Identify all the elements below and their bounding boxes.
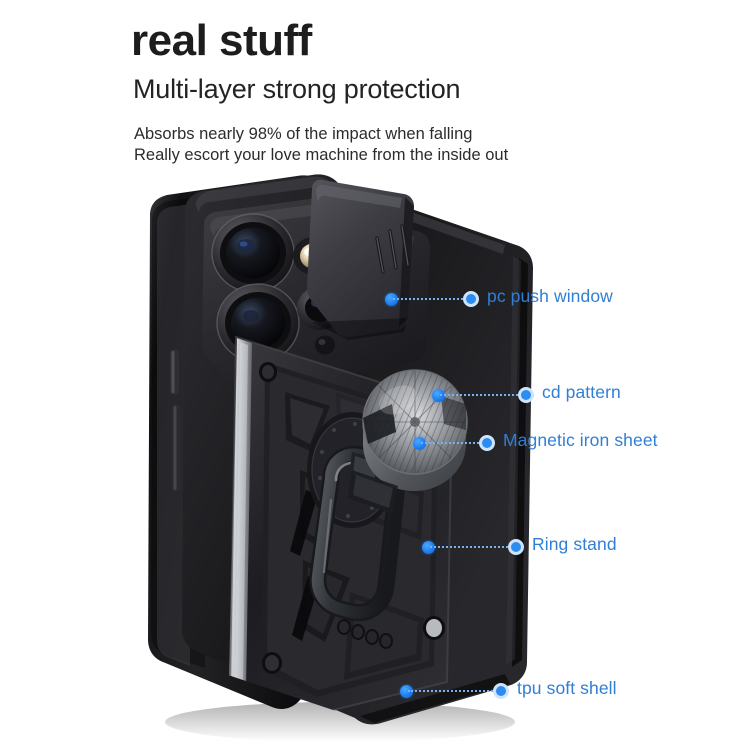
description-line-1: Absorbs nearly 98% of the impact when fa… — [134, 125, 473, 143]
ring-hinge — [348, 470, 398, 514]
side-button-power — [172, 404, 181, 492]
callout-label-cd-pattern: cd pattern — [542, 382, 621, 402]
callout-anchor-dot — [413, 436, 426, 450]
callout-anchor-dot — [385, 292, 398, 306]
ring-stand[interactable] — [309, 446, 405, 622]
armor-back-plate — [228, 335, 454, 720]
callout-node-dot — [479, 435, 495, 451]
camera-lens-secondary — [216, 283, 300, 363]
camera-flash — [293, 237, 333, 275]
callout-anchor-dot — [422, 540, 435, 554]
page-subtitle: Multi-layer strong protection — [133, 74, 461, 104]
magnetic-plate — [307, 412, 397, 528]
callout-leader-line — [440, 394, 526, 398]
callout-node-dot — [518, 387, 534, 403]
armor-silver-edge — [229, 338, 252, 690]
corner-screws — [259, 362, 445, 674]
magnetic-iron-sheet-disc[interactable] — [355, 365, 477, 491]
drop-shadow — [165, 702, 515, 742]
case-back-panel — [182, 174, 533, 725]
callout-node-dot — [463, 291, 479, 307]
callout-label-pc-push-window: pc push window — [487, 286, 613, 306]
description-line-2: Really escort your love machine from the… — [134, 146, 509, 164]
pc-push-window-slider[interactable] — [307, 179, 414, 340]
callout-leader-line — [421, 442, 487, 446]
camera-sensor — [315, 335, 335, 355]
callout-node-dot — [493, 683, 509, 699]
cd-pattern-face — [363, 370, 467, 474]
tpu-soft-shell-body — [148, 175, 336, 709]
camera-lens-primary — [211, 213, 295, 293]
page-description: Absorbs nearly 98% of the impact when fa… — [134, 124, 508, 166]
callout-leader-line — [430, 546, 516, 550]
callout-label-ring-stand: Ring stand — [532, 534, 617, 554]
side-button-volume — [170, 349, 179, 395]
page-title: real stuff — [131, 16, 312, 65]
callout-label-tpu-soft-shell: tpu soft shell — [517, 678, 617, 698]
callout-anchor-dot — [432, 388, 445, 402]
callout-leader-line — [408, 690, 501, 694]
camera-lens-tertiary — [297, 286, 343, 330]
callout-label-magnetic-iron-sheet: Magnetic iron sheet — [503, 430, 658, 450]
slider-grip-ridges — [375, 224, 410, 274]
callout-leader-line — [393, 298, 471, 302]
vent-dimples — [337, 619, 393, 649]
callout-anchor-dot — [400, 684, 413, 698]
callout-node-dot — [508, 539, 524, 555]
